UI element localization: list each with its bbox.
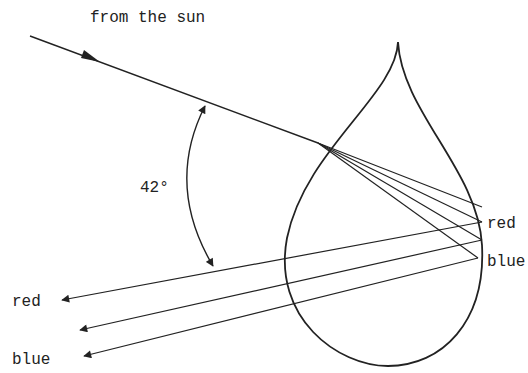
- label-holder: blue: [12, 350, 50, 369]
- label-holder: red: [487, 214, 516, 233]
- label-holder: 42°: [140, 178, 169, 197]
- angle-label: 42°: [140, 179, 169, 197]
- color-label: blue: [487, 253, 525, 271]
- raindrop-outline: [285, 42, 482, 366]
- internal-rays: [318, 143, 482, 258]
- sun-ray: [30, 36, 318, 143]
- label-holder: from the sun: [90, 8, 205, 27]
- exit-rays: [62, 222, 482, 356]
- label-holder: red: [12, 292, 41, 311]
- label-holder: blue: [487, 252, 525, 271]
- color-label: red: [487, 215, 516, 233]
- color-label: blue: [12, 351, 50, 369]
- ray-arrowhead: [81, 50, 100, 62]
- angle-arc: [187, 106, 213, 266]
- color-label: red: [12, 293, 41, 311]
- source-label: from the sun: [90, 9, 205, 27]
